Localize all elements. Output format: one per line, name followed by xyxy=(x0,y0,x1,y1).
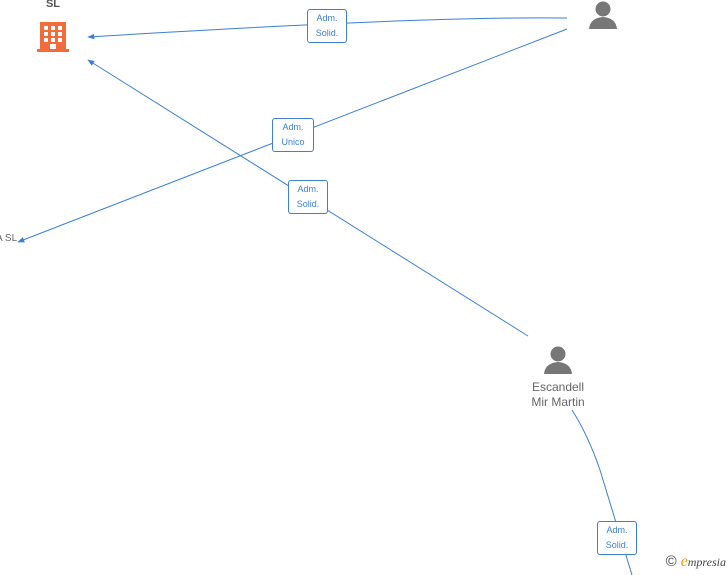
person-icon[interactable] xyxy=(543,345,573,375)
person-name-line-2: Mir Martin xyxy=(531,395,585,409)
person-icon[interactable] xyxy=(588,0,618,30)
building-icon[interactable] xyxy=(37,20,69,52)
edge-label-line-1: Adm. xyxy=(282,122,304,132)
empresia-watermark: ©empresia xyxy=(666,553,726,571)
person-name-line-1: Escandell xyxy=(531,380,585,394)
edge-label-adm-solid[interactable]: Adm. Solid. xyxy=(597,521,637,555)
edge-label-adm-solid[interactable]: Adm. Solid. xyxy=(288,180,328,214)
edge-label-line-2: Solid. xyxy=(315,28,339,38)
edge-label-line-1: Adm. xyxy=(297,184,319,194)
brand-name: mpresia xyxy=(687,555,726,569)
company-label-sl[interactable]: SL xyxy=(45,0,61,10)
edge-label-line-2: Solid. xyxy=(605,540,629,550)
brand-e: e xyxy=(680,553,688,570)
person-label-escandell[interactable]: Escandell Mir Martin xyxy=(508,380,608,410)
copyright-symbol: © xyxy=(665,553,677,570)
edge-line-1 xyxy=(87,17,568,40)
edge-label-adm-solid[interactable]: Adm. Solid. xyxy=(307,9,347,43)
edge-label-adm-unico[interactable]: Adm. Unico xyxy=(272,118,314,152)
edge-label-line-1: Adm. xyxy=(606,525,628,535)
company-label-a-sl[interactable]: A SL xyxy=(0,233,18,244)
edge-label-line-2: Unico xyxy=(281,137,305,147)
edge-label-line-1: Adm. xyxy=(316,13,338,23)
edge-label-line-2: Solid. xyxy=(296,199,320,209)
